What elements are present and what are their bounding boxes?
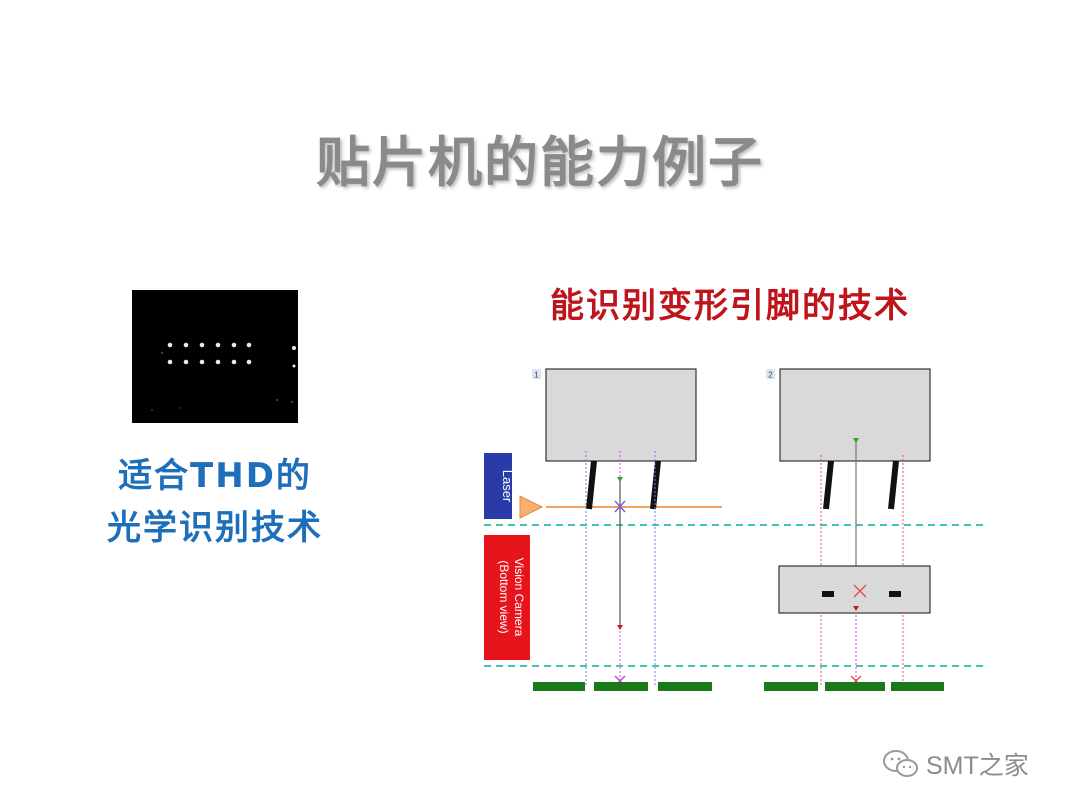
camera-label-line2: (Bottom view)	[497, 560, 511, 633]
thd-lead-photo	[132, 290, 298, 423]
marker-top-2	[853, 438, 859, 443]
panel1-number-box	[532, 369, 541, 379]
wechat-icon	[883, 750, 918, 777]
lead-image-right	[889, 591, 901, 597]
lead-left-2	[823, 460, 834, 510]
marker-bottom-1	[617, 625, 623, 630]
lead-image-left	[822, 591, 834, 597]
laser-emitter-icon	[519, 495, 544, 519]
pad-1a	[533, 682, 585, 691]
watermark: SMT之家	[882, 745, 1029, 783]
caption-line1: 适合THD的	[118, 456, 312, 496]
panel1	[519, 368, 722, 691]
laser-label: Laser	[500, 470, 515, 503]
lead-left-1	[586, 460, 597, 510]
component-body-1	[545, 368, 697, 462]
camera-view-box	[778, 565, 931, 614]
panel2-number: 2	[768, 371, 773, 380]
marker-bottom-2	[853, 606, 859, 611]
component-body-2	[779, 368, 931, 462]
caption-line2: 光学识别技术	[107, 508, 323, 548]
panel2-number-box	[766, 369, 775, 379]
right-heading: 能识别变形引脚的技术	[550, 286, 910, 326]
camera-label-box	[484, 535, 530, 660]
camera-label-line1: Vision Camera	[512, 558, 526, 637]
panel1-number: 1	[534, 371, 539, 380]
panel2	[764, 368, 944, 691]
pad-1b	[594, 682, 648, 691]
lead-inspection-diagram: 1 2 Laser Vision Camera (Bottom view)	[484, 368, 988, 691]
pad-2a	[764, 682, 818, 691]
photo-dots	[151, 342, 296, 411]
cross-mark-2	[853, 584, 867, 598]
watermark-text: SMT之家	[926, 752, 1029, 780]
lead-right-2	[888, 460, 899, 510]
laser-label-box	[484, 453, 512, 519]
cross-mark-1	[614, 500, 626, 513]
marker-top-1	[617, 477, 623, 482]
slide-title: 贴片机的能力例子	[316, 131, 764, 194]
pad-1c	[658, 682, 712, 691]
pad-2c	[891, 682, 944, 691]
pad-2b	[825, 682, 885, 691]
